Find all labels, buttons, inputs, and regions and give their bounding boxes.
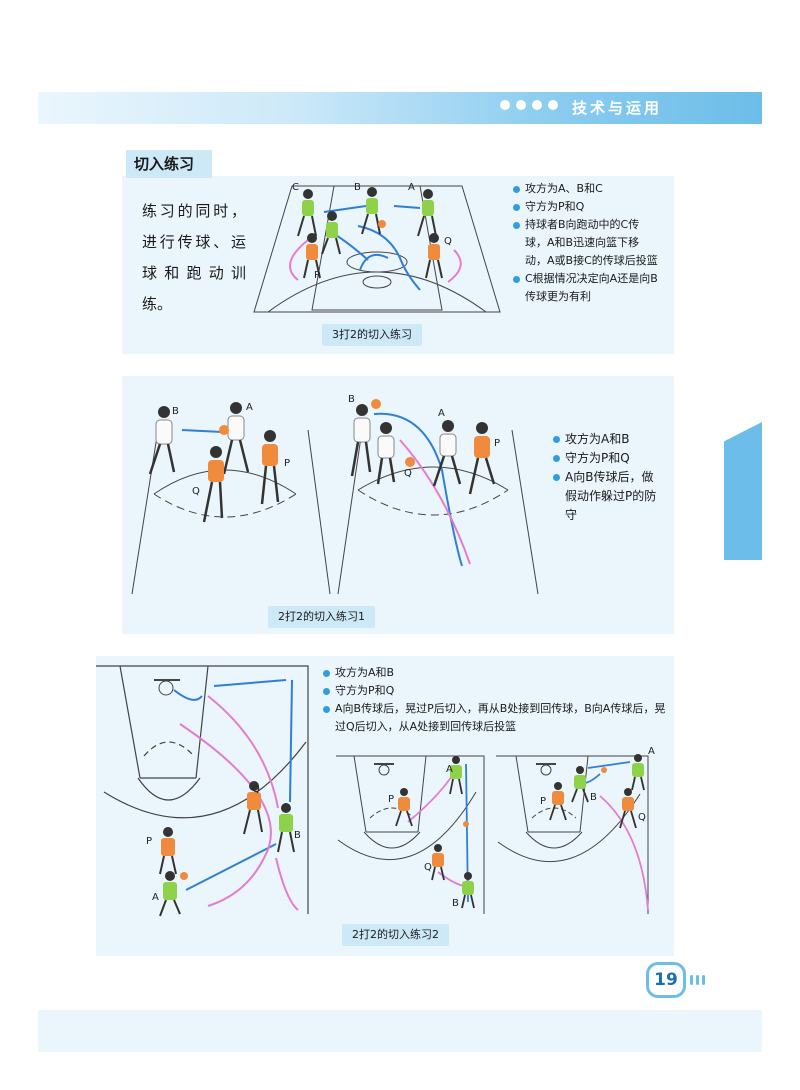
drill3-caption: 2打2的切入练习2 (342, 924, 449, 946)
drill3-step2-label-b: B (590, 792, 597, 803)
drill2-label-p2: P (494, 438, 500, 449)
drill3-players-step2 (549, 754, 645, 829)
drill2-bullet: A向B传球后，做假动作躲过P的防守 (552, 468, 664, 525)
drill3-bullet: 守方为P和Q (322, 682, 668, 700)
chapter-title: 技术与运用 (572, 99, 663, 117)
footer-band (38, 1010, 762, 1052)
drill2-label-a: A (246, 402, 253, 413)
drill2-label-b: B (172, 406, 179, 417)
drill1-bullet: 守方为P和Q (512, 198, 660, 216)
drill3-step1-label-p: P (388, 794, 394, 805)
drill1-caption: 3打2的切入练习 (322, 324, 422, 346)
header-dots (500, 100, 558, 110)
drill3-label-p: P (146, 836, 152, 847)
drill2-label-a2: A (438, 408, 445, 419)
drill3-panel (96, 656, 674, 956)
drill3-court-diagram-step1: A P Q B (336, 755, 485, 914)
drill1-court-diagram: C B A P Q (253, 182, 501, 313)
drill2-bullets: 攻方为A和B 守方为P和Q A向B传球后，做假动作躲过P的防守 (552, 430, 664, 525)
drill3-court-diagram-step2: A P B Q (496, 746, 655, 914)
drill3-step2-label-q: Q (638, 812, 646, 823)
drill3-step1-label-q: Q (424, 862, 432, 873)
drill3-step2-label-a: A (648, 746, 655, 757)
drill3-label-a: A (152, 892, 159, 903)
drill1-label-b: B (354, 182, 361, 193)
drill3-bullet: A向B传球后，晃过P后切入，再从B处接到回传球，B向A传球后，晃过Q后切入，从A… (322, 700, 668, 736)
drill3-step1-label-a: A (446, 764, 453, 775)
drill2-panel (122, 376, 674, 634)
drill2-caption: 2打2的切入练习1 (268, 606, 375, 628)
chapter-side-tab (724, 422, 762, 560)
drill1-label-c: C (292, 182, 299, 193)
drill1-label-p: P (314, 270, 320, 281)
drill3-label-q: Q (252, 784, 260, 795)
drill3-bullets: 攻方为A和B 守方为P和Q A向B传球后，晃过P后切入，再从B处接到回传球，B向… (322, 664, 668, 736)
section-title: 切入练习 (126, 150, 212, 178)
drill2-bullet: 守方为P和Q (552, 449, 664, 468)
drill1-players (297, 187, 443, 279)
drill1-bullets: 攻方为A、B和C 守方为P和Q 持球者B向跑动中的C传球，A和B迅速向篮下移动，… (512, 180, 660, 306)
drill1-label-q: Q (444, 236, 452, 247)
drill3-step2-label-p: P (540, 796, 546, 807)
drill2-label-p: P (284, 458, 290, 469)
drill3-court-diagram-large: Q B P A (96, 665, 309, 917)
header-band (38, 92, 762, 124)
drill1-bullet: C根据情况决定向A还是向B传球更为有利 (512, 270, 660, 306)
page-number-dots (690, 975, 705, 985)
drill2-court-diagram: B A P Q B A P Q (131, 394, 539, 595)
drill1-label-a: A (408, 182, 415, 193)
drill1-bullet: 攻方为A、B和C (512, 180, 660, 198)
drill1-bullet: 持球者B向跑动中的C传球，A和B迅速向篮下移动，A或B接C的传球后投篮 (512, 216, 660, 270)
drill3-players-large (159, 781, 295, 917)
drill3-label-b: B (294, 830, 301, 841)
drill2-players (148, 399, 496, 523)
drill2-label-b2: B (348, 394, 355, 405)
drill2-bullet: 攻方为A和B (552, 430, 664, 449)
drill3-players-step1 (395, 756, 475, 909)
drill3-bullet: 攻方为A和B (322, 664, 668, 682)
drill2-label-q2: Q (404, 468, 412, 479)
intro-text: 练习的同时，进行传球、运球和跑动训练。 (142, 202, 246, 313)
drill3-step1-label-b: B (452, 898, 459, 909)
page-number: 19 (646, 962, 686, 998)
drill2-label-q: Q (192, 486, 200, 497)
